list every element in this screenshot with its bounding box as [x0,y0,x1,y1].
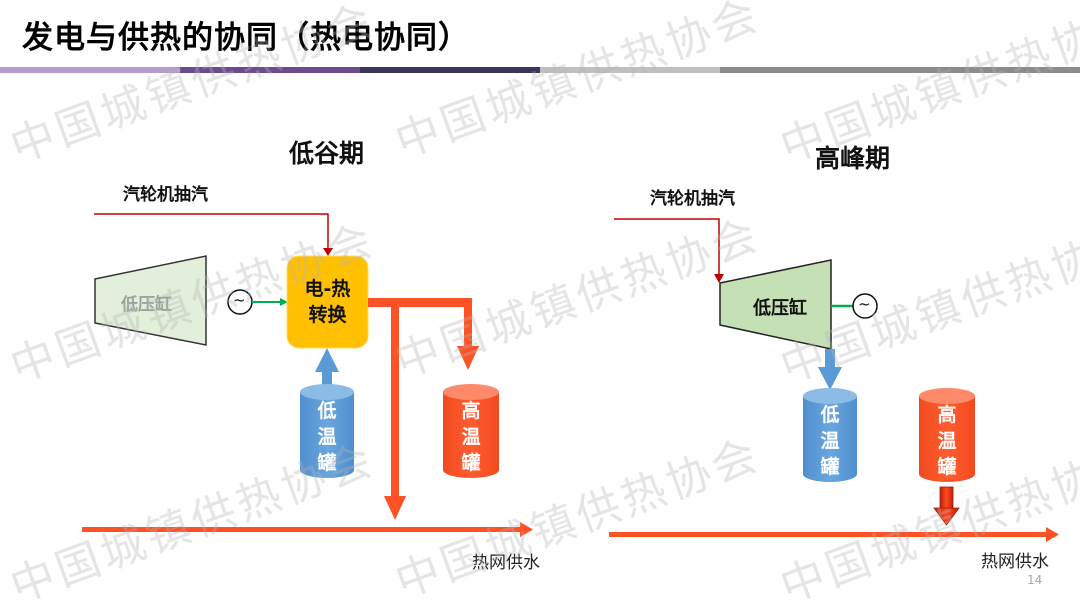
left-cold-tank-label: 低温罐 [317,400,337,474]
left-hot-flow [368,298,479,520]
page-number: 14 [1027,573,1043,587]
left-generator-symbol: ~ [233,291,246,309]
right-hot-flow-arrow [933,486,960,526]
converter-label-line2: 转换 [308,304,347,326]
right-cold-tank-label: 低温罐 [820,404,840,478]
left-network-supply-line [82,522,533,537]
right-network-label: 热网供水 [981,552,1049,572]
right-phase-title: 高峰期 [815,144,891,173]
title-underline-segment [180,67,360,73]
left-hot-tank [443,384,499,478]
left-steam-label: 汽轮机抽汽 [123,185,208,205]
left-network-label: 热网供水 [472,553,540,573]
converter-label: 电-热 转换 [287,276,368,328]
left-phase-title: 低谷期 [289,139,365,168]
slide-title: 发电与供热的协同（热电协同） [22,20,470,56]
left-turbine-label: 低压缸 [121,295,172,315]
right-cold-tank [803,388,857,482]
right-generator-icon [852,293,878,319]
left-turbine [94,255,207,346]
left-electric-link [252,298,288,306]
title-underline-segment [540,67,720,73]
left-cold-flow-arrow [315,348,339,388]
title-underline-segment [0,67,180,73]
title-underline-segment [360,67,540,73]
right-steam-line [614,218,724,283]
left-hot-tank-label: 高温罐 [461,400,481,474]
left-steam-line [94,213,333,256]
right-cold-flow-arrow [818,349,842,390]
converter-label-line1: 电-热 [304,278,351,300]
left-cold-tank [300,384,354,478]
right-steam-label: 汽轮机抽汽 [650,189,735,209]
right-hot-tank [919,388,975,482]
title-underline-segment [720,67,1080,73]
right-hot-tank-label: 高温罐 [937,404,957,478]
right-network-supply-line [609,527,1059,542]
right-turbine-label: 低压缸 [753,298,807,319]
right-generator-symbol: ~ [858,295,871,313]
